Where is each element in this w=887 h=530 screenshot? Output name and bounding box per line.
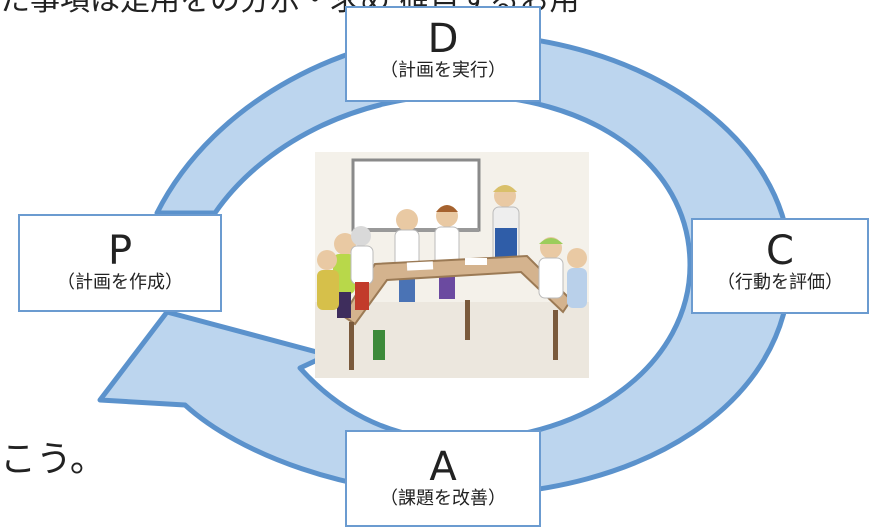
stage-do-description: （計画を実行） [380, 60, 506, 81]
stage-act-description: （課題を改善） [380, 488, 506, 509]
stage-check-letter: C [766, 228, 794, 274]
cycle-ring [97, 31, 793, 498]
stage-do-box: D （計画を実行） [345, 6, 541, 102]
stage-act-box: A （課題を改善） [345, 430, 541, 527]
stage-do-letter: D [427, 16, 459, 62]
stage-plan-description: （計画を作成） [57, 272, 183, 293]
stage-check-description: （行動を評価） [717, 272, 843, 293]
stage-plan-letter: P [107, 228, 133, 274]
stage-plan-box: P （計画を作成） [18, 214, 222, 312]
stage-act-letter: A [429, 444, 457, 490]
meeting-room-illustration [315, 152, 589, 378]
footer-fragment: こう。 [0, 439, 106, 480]
stage-check-box: C （行動を評価） [691, 218, 869, 314]
